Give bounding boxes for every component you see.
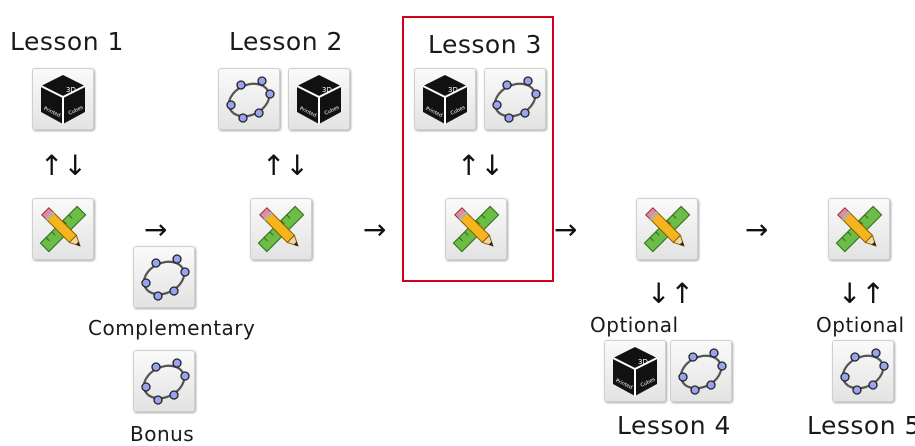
- geometry-ellipse-icon: [832, 340, 894, 402]
- svg-text:3D: 3D: [638, 358, 648, 366]
- geometry-ellipse-icon: [670, 340, 732, 402]
- geometry-ellipse-icon: [218, 68, 280, 130]
- ruler-pencil-icon: [250, 198, 312, 260]
- geometry-ellipse-icon: [133, 350, 195, 412]
- bonus-label: Bonus: [130, 422, 195, 446]
- right-arrow: →: [745, 213, 769, 246]
- current-lesson-highlight: [402, 16, 554, 282]
- ruler-pencil-icon: [32, 198, 94, 260]
- ruler-pencil-icon: [828, 198, 890, 260]
- downup-arrow: ↓↑: [647, 277, 694, 310]
- right-arrow: →: [144, 213, 168, 246]
- cube-icon: 3D Printed Cubes: [604, 340, 666, 402]
- svg-text:3D: 3D: [448, 86, 458, 94]
- svg-text:3D: 3D: [66, 86, 76, 94]
- cube-icon: 3D Printed Cubes: [288, 68, 350, 130]
- lesson-2-title: Lesson 2: [229, 27, 343, 56]
- geometry-ellipse-icon: [484, 68, 546, 130]
- updown-arrow: ↑↓: [457, 149, 504, 182]
- updown-arrow: ↑↓: [262, 149, 309, 182]
- cube-icon: 3D Printed Cubes: [414, 68, 476, 130]
- lesson-1-title: Lesson 1: [10, 27, 124, 56]
- ruler-pencil-icon: [445, 198, 507, 260]
- optional-label: Optional: [590, 313, 679, 337]
- lesson-5-title: Lesson 5: [807, 411, 915, 440]
- svg-text:3D: 3D: [322, 86, 332, 94]
- right-arrow: →: [554, 213, 578, 246]
- complementary-label: Complementary: [88, 316, 256, 340]
- optional-label: Optional: [816, 313, 905, 337]
- ruler-pencil-icon: [636, 198, 698, 260]
- downup-arrow: ↓↑: [838, 277, 885, 310]
- right-arrow: →: [363, 213, 387, 246]
- cube-icon: 3D Printed Cubes: [32, 68, 94, 130]
- lesson-3-title: Lesson 3: [428, 30, 542, 59]
- updown-arrow: ↑↓: [40, 149, 87, 182]
- geometry-ellipse-icon: [133, 246, 195, 308]
- lesson-4-title: Lesson 4: [617, 411, 731, 440]
